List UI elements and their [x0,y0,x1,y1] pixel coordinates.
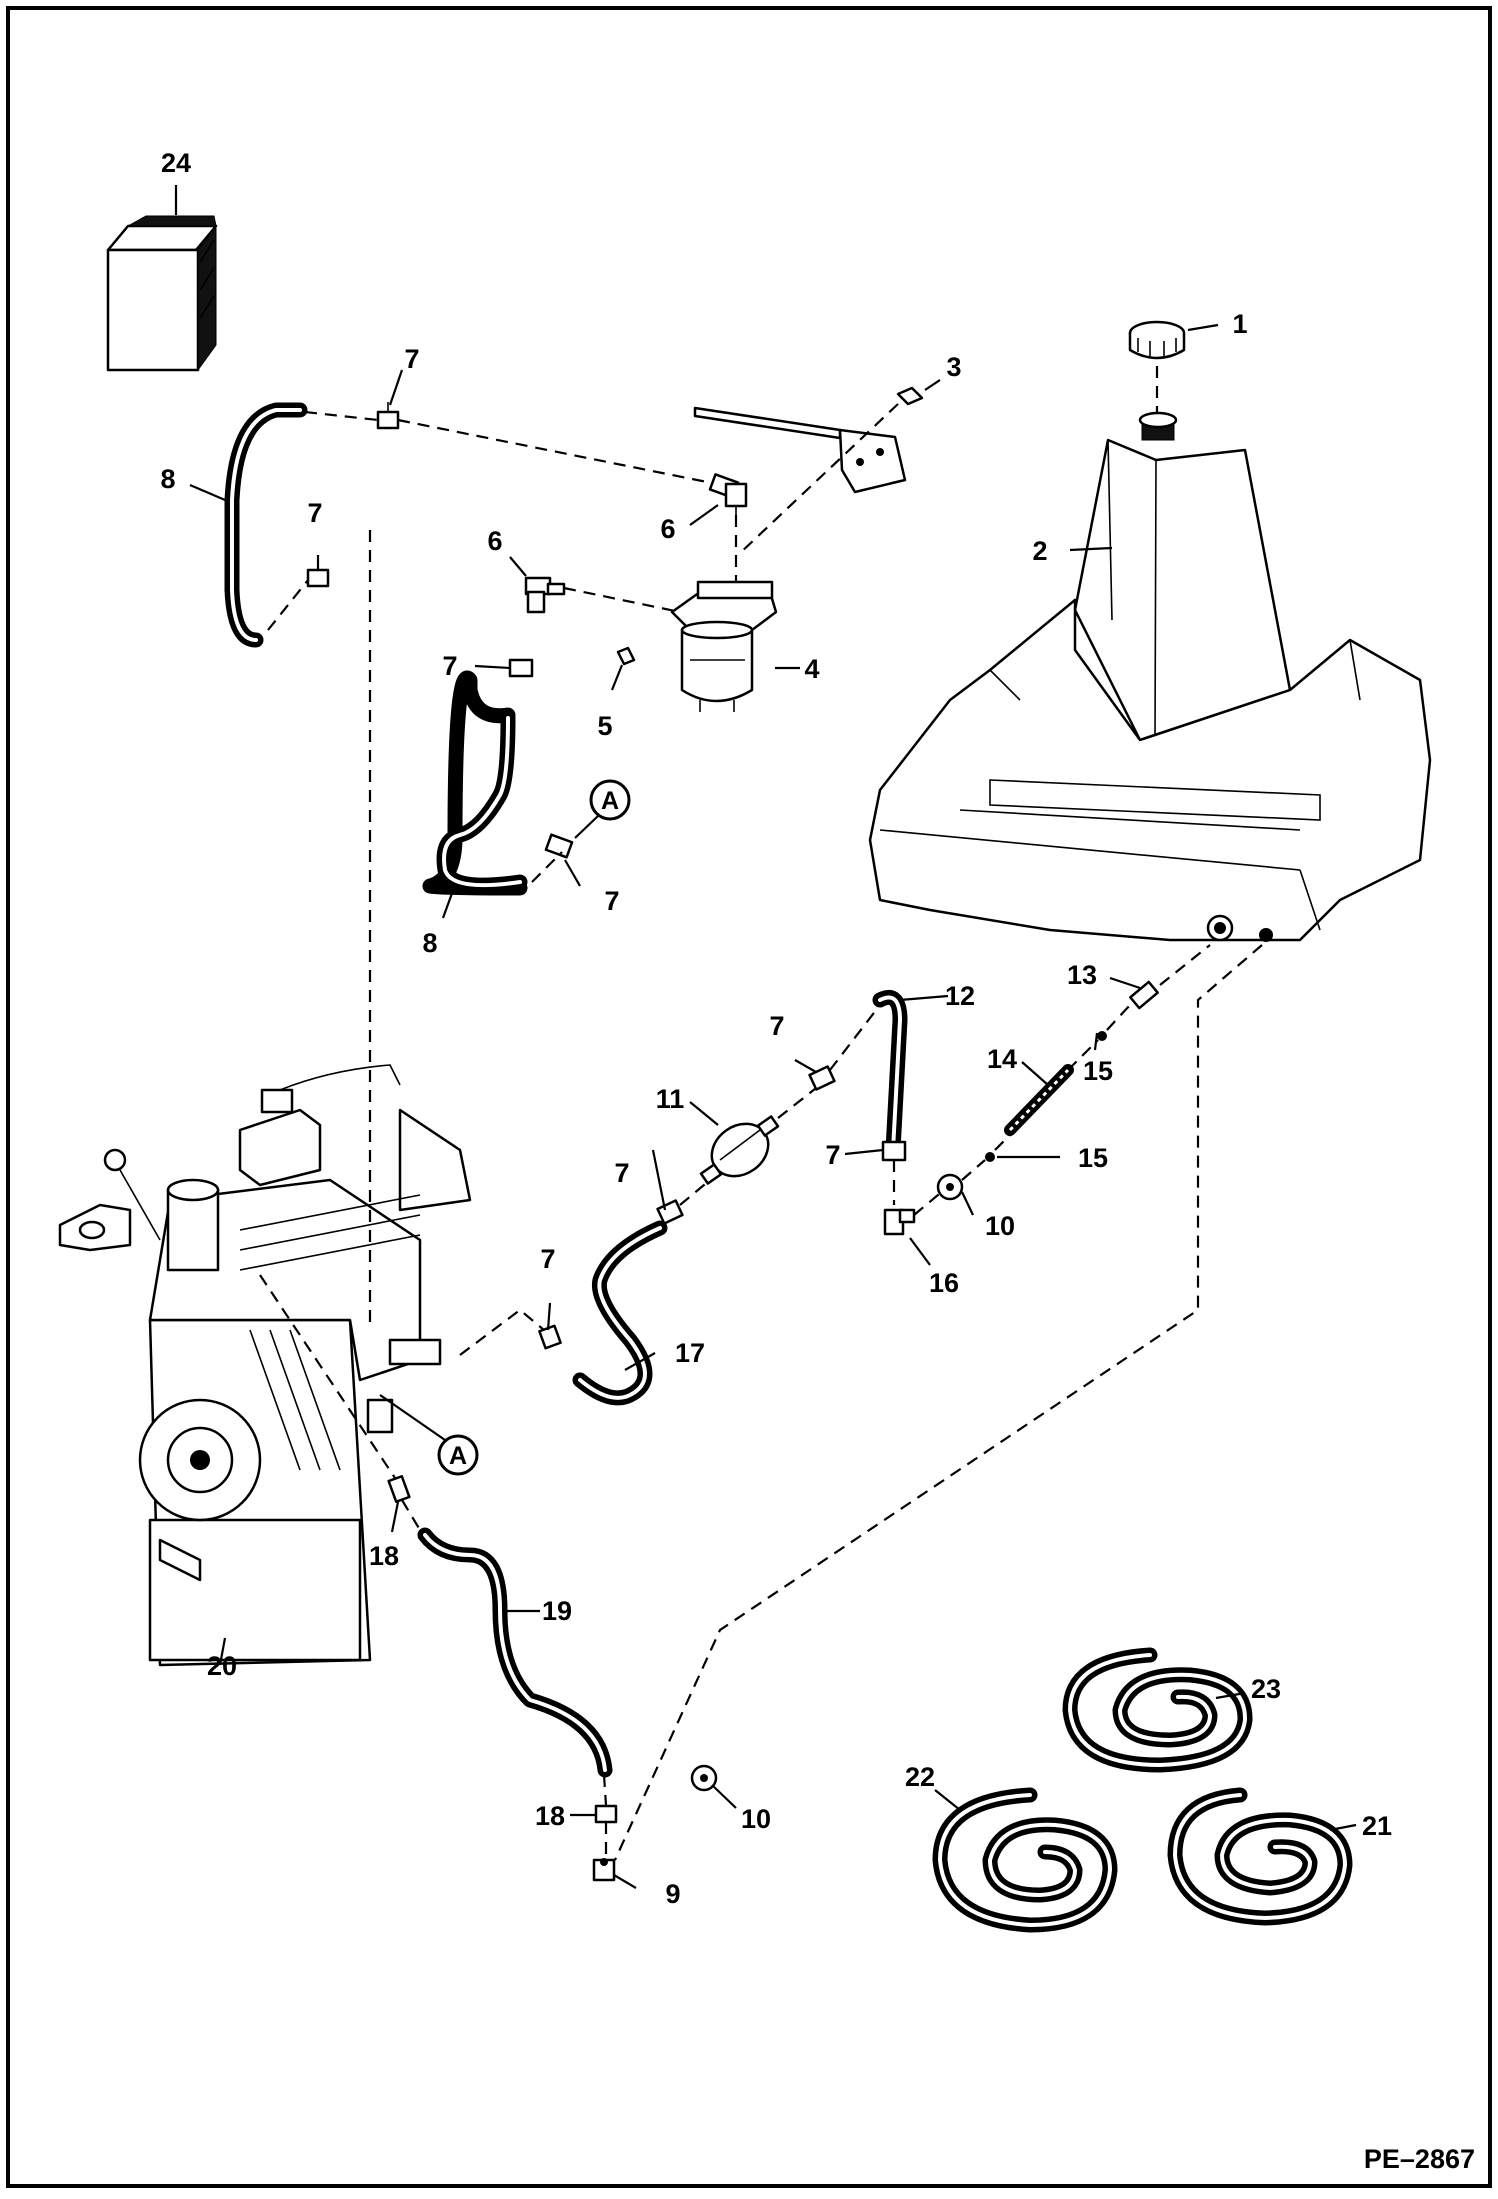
part-4-fuel-filter [670,580,778,712]
callout-7-e: 7 [614,1158,629,1188]
callout-21: 21 [1362,1811,1392,1841]
callout-8-lower: 8 [422,928,437,958]
callout-10-lower: 10 [741,1804,771,1834]
callout-7-g: 7 [769,1011,784,1041]
callout-10-upper: 10 [985,1211,1015,1241]
callout-3: 3 [946,352,961,382]
callout-20: 20 [207,1651,237,1681]
callout-4: 4 [804,654,819,684]
part-12-hose [872,990,908,1158]
part-9-fitting [592,1858,616,1882]
part-19-hose [417,1527,613,1778]
part-18-fitting-upper [387,1475,411,1503]
part-21-coil-hose [1167,1787,1353,1926]
part-8-hose-lower-shape [436,710,528,893]
callout-7-f: 7 [540,1244,555,1274]
part-1-fuel-cap [1128,320,1186,360]
callout-7-c: 7 [442,651,457,681]
callout-11: 11 [656,1084,685,1114]
callout-12: 12 [945,981,975,1011]
drawing-number: PE–2867 [1364,2144,1475,2174]
part-7-clamp-d [544,833,574,859]
part-24-box [106,215,218,372]
callout-15-lower: 15 [1078,1143,1108,1173]
part-8-hose-lower [422,670,528,896]
part-3-nut-bracket [693,386,924,494]
callout-22: 22 [905,1762,935,1792]
part-20-engine [58,1064,472,1667]
callout-19: 19 [542,1596,572,1626]
part-7-clamp-f [656,1199,684,1225]
part-14-tube [1004,1064,1074,1136]
callout-1: 1 [1232,309,1247,339]
part-6-elbow-lower [524,576,566,614]
callout-7-b: 7 [307,498,322,528]
part-7-clamp-c [508,658,534,678]
ref-label-a-lower: A [449,1442,467,1470]
part-5-bolt [616,646,636,666]
callout-23: 23 [1251,1674,1281,1704]
part-15-oring-upper [1097,1031,1107,1041]
part-7-clamp-h [881,1140,907,1162]
callout-6-upper: 6 [660,514,675,544]
part-7-clamp-e [538,1324,562,1350]
part-17-hose [572,1220,668,1406]
page-border [6,6,1492,2188]
part-8-hose-upper [224,402,308,648]
part-13-fitting [1129,980,1159,1010]
callout-7-a: 7 [404,344,419,374]
part-15-oring-lower [985,1152,995,1162]
part-10-washer-lower [690,1764,718,1792]
callout-17: 17 [675,1338,705,1368]
part-7-clamp-b [306,568,330,588]
callout-15-upper: 15 [1083,1056,1113,1086]
callout-18-upper: 18 [369,1541,399,1571]
callout-16: 16 [929,1268,959,1298]
part-18-fitting-lower [594,1804,618,1824]
part-2-fuel-tank [868,411,1432,942]
callout-7-h: 7 [825,1140,840,1170]
callout-5: 5 [597,711,612,741]
part-7-clamp-a [376,402,400,430]
callout-18-lower: 18 [535,1801,565,1831]
callout-24: 24 [161,148,191,178]
callout-9: 9 [665,1879,680,1909]
ref-circle-a-upper [589,779,631,821]
callout-7-d: 7 [604,886,619,916]
callout-8-upper: 8 [160,464,175,494]
ref-circle-a-lower [437,1434,479,1476]
callout-14: 14 [987,1044,1017,1074]
callout-6-lower: 6 [487,526,502,556]
part-16-fitting [883,1208,916,1236]
part-22-coil-hose [932,1787,1118,1933]
ref-label-a-upper: A [601,787,619,815]
part-23-coil-hose [1062,1647,1253,1773]
part-11-primer-bulb [699,1115,780,1185]
part-10-washer-upper [936,1173,964,1201]
callout-2: 2 [1032,536,1047,566]
callout-13: 13 [1067,960,1097,990]
part-6-elbow-upper [708,473,748,515]
